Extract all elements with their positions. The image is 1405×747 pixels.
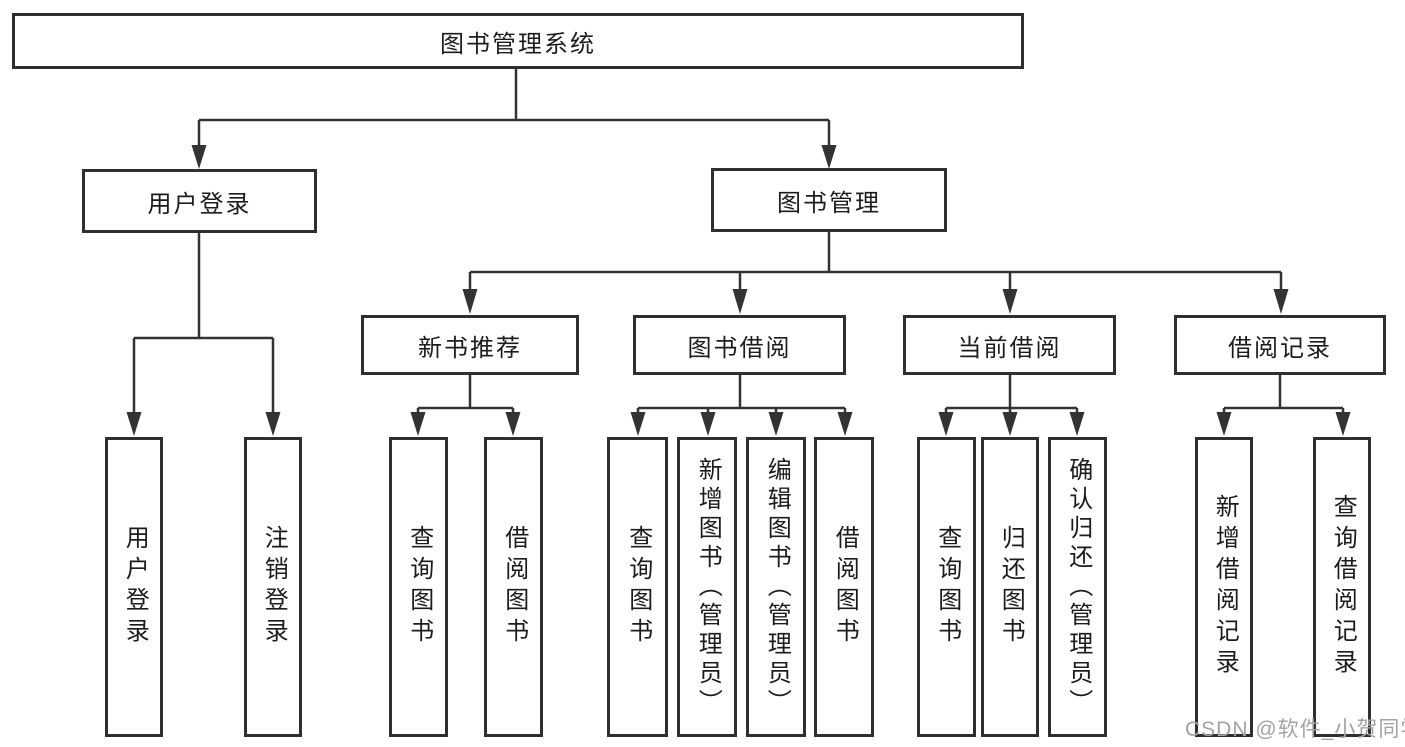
node-root-label: 图书管理系统 [440,30,596,58]
leaf-logout-label: 注销登录 [260,525,288,649]
node-user-login: 用户登录 [82,169,317,233]
leaf-borrow-books: 借阅图书 [814,437,874,737]
node-current-borrow-label: 当前借阅 [957,334,1062,362]
leaf-query-books-borrow-label: 查询图书 [624,525,652,649]
leaf-return-book-label: 归还图书 [997,525,1025,649]
leaf-user-login-label: 用户登录 [121,525,149,649]
leaf-query-books-recommend-label: 查询图书 [405,525,433,649]
leaf-return-book: 归还图书 [981,437,1039,737]
node-new-book-recommend: 新书推荐 [361,315,579,375]
leaf-confirm-return-admin-label: 确认归还（管理员） [1064,456,1092,718]
node-current-borrow: 当前借阅 [903,315,1116,375]
leaf-query-books-recommend: 查询图书 [389,437,448,737]
leaf-logout: 注销登录 [244,437,302,737]
leaf-user-login: 用户登录 [105,437,163,737]
arrowheads [126,145,1351,436]
csdn-watermark: CSDN @软件_小贺同学 [1185,718,1405,741]
node-book-borrow-label: 图书借阅 [687,334,792,362]
leaf-query-books-current: 查询图书 [917,437,976,737]
node-book-borrow: 图书借阅 [633,315,846,375]
leaf-add-book-admin-label: 新增图书（管理员） [694,456,722,718]
leaf-query-books-current-label: 查询图书 [933,525,961,649]
leaf-query-borrow-record: 查询借阅记录 [1313,437,1371,737]
leaf-confirm-return-admin: 确认归还（管理员） [1048,437,1107,737]
node-book-management: 图书管理 [711,168,947,232]
node-user-login-label: 用户登录 [147,190,252,218]
leaf-add-borrow-record: 新增借阅记录 [1195,437,1253,737]
leaf-borrow-books-label: 借阅图书 [831,525,859,649]
leaf-borrow-books-recommend: 借阅图书 [484,437,543,737]
node-root: 图书管理系统 [12,13,1024,69]
leaf-add-book-admin: 新增图书（管理员） [677,437,737,737]
leaf-edit-book-admin-label: 编辑图书（管理员） [763,456,791,718]
leaf-add-borrow-record-label: 新增借阅记录 [1211,494,1239,680]
node-borrow-records-label: 借阅记录 [1228,334,1332,362]
leaf-query-books-borrow: 查询图书 [607,437,668,737]
node-borrow-records: 借阅记录 [1174,315,1386,375]
node-book-management-label: 图书管理 [777,189,881,217]
leaf-borrow-books-recommend-label: 借阅图书 [500,525,528,649]
leaf-edit-book-admin: 编辑图书（管理员） [746,437,806,737]
leaf-query-borrow-record-label: 查询借阅记录 [1329,494,1357,680]
node-new-book-recommend-label: 新书推荐 [418,334,522,362]
